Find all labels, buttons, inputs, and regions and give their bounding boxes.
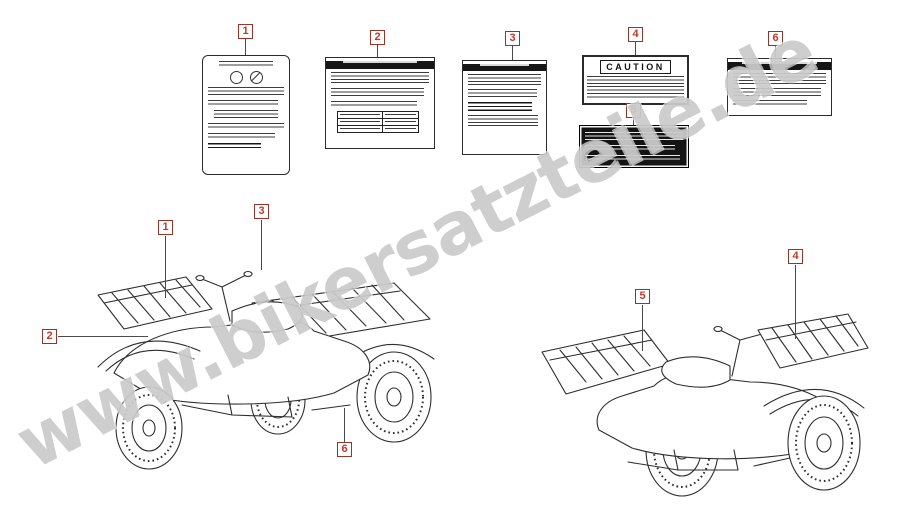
vehicle-callout-6[interactable]: 6 [337,442,352,457]
text-lines [208,123,284,130]
leader-line [795,265,796,339]
leader-line [261,220,262,270]
caution-label-4: CAUTION [582,55,689,105]
vehicle-callout-2[interactable]: 2 [42,329,57,344]
text-lines [331,88,425,98]
table-row [338,119,418,126]
left-vehicle-illustration [97,270,435,470]
warning-label-1 [202,55,290,175]
label-header-bar [728,62,831,70]
table-row [338,112,418,119]
caution-title: CAUTION [600,60,671,74]
warning-label-2 [325,57,435,149]
table-cell [338,126,383,132]
text-lines [331,101,418,108]
callout-box-6[interactable]: 6 [768,31,783,46]
table-cell [383,126,418,132]
table-cell [338,112,383,118]
table-cell [383,119,418,125]
warning-label-3 [462,60,547,155]
leader-line [642,305,643,351]
callout-box-4[interactable]: 4 [628,27,643,42]
table-cell [383,112,418,118]
prohibition-pictogram-icon [249,71,263,84]
table-row [338,126,418,132]
text-lines [208,143,262,149]
right-vehicle-illustration [541,313,869,497]
helmet-pictogram-icon [229,71,243,84]
text-lines [468,101,533,111]
text-lines [468,73,541,86]
text-lines [585,155,681,162]
vehicle-callout-5[interactable]: 5 [635,289,650,304]
text-lines [585,132,683,142]
text-lines [468,114,539,127]
leader-line [633,118,634,125]
leader-line [377,45,378,57]
leader-line [165,236,166,298]
text-lines [742,62,817,64]
text-lines [587,76,684,98]
callout-box-3[interactable]: 3 [505,31,520,46]
callout-box-1[interactable]: 1 [238,24,253,39]
text-lines [468,88,537,98]
text-lines [733,88,822,97]
leader-line [245,39,246,55]
leader-line [775,46,776,58]
text-lines [585,145,676,152]
tire-pressure-table [337,111,419,133]
warning-label-6 [727,58,832,116]
table-cell [338,119,383,125]
callout-box-5[interactable]: 5 [626,103,641,118]
text-lines [479,63,530,66]
leader-line [635,42,636,55]
text-lines [331,72,429,85]
vehicle-callout-3[interactable]: 3 [254,204,269,219]
text-lines [343,61,417,63]
label-header-bar [326,61,434,69]
vehicle-callout-1[interactable]: 1 [158,220,173,235]
vehicle-callout-4[interactable]: 4 [788,249,803,264]
text-lines [208,133,275,140]
pictogram-row [208,71,284,84]
leader-line [344,408,345,442]
text-lines [733,73,826,85]
label-header-bar [463,63,546,71]
text-lines [208,87,284,97]
text-lines [733,100,808,106]
leader-line [512,46,513,60]
warning-label-5 [579,125,689,168]
callout-box-2[interactable]: 2 [370,30,385,45]
text-lines [214,110,278,120]
text-lines [218,61,274,68]
leader-line [58,336,148,337]
text-lines [208,100,278,107]
